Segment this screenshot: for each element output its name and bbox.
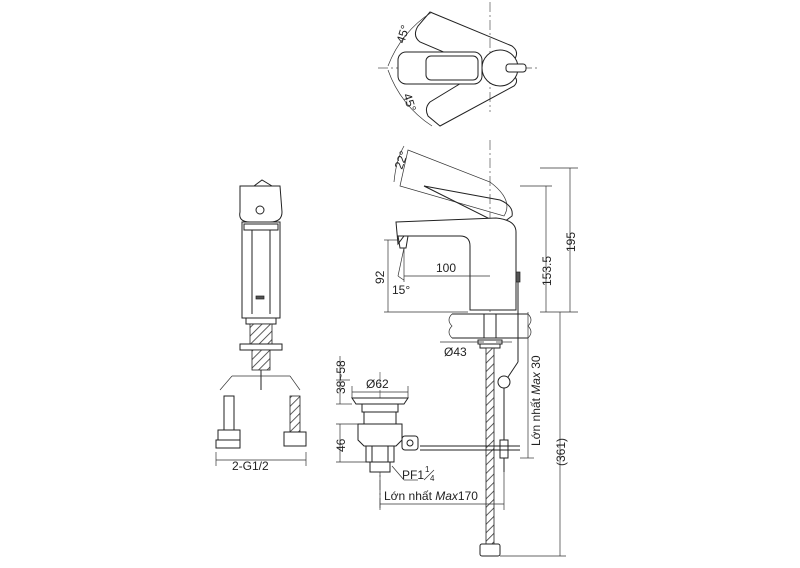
dim-d62-label: Ø62 xyxy=(366,377,389,391)
pf-prefix: PF1 xyxy=(402,468,424,482)
max170-value: 170 xyxy=(458,489,478,503)
dim-100-label: 100 xyxy=(436,261,456,275)
dim-195-label: 195 xyxy=(564,232,578,252)
dim-46-label: 46 xyxy=(334,438,348,452)
max30-label: Lớn nhất Max 30 xyxy=(529,355,543,446)
front-view: 2-G1/2 xyxy=(215,179,307,473)
max170-label: Lớn nhất Max170 xyxy=(384,489,478,503)
pf-label: PF1 xyxy=(402,468,424,482)
dim-153-5-label: 153.5 xyxy=(540,256,554,286)
dim-361-label: (361) xyxy=(554,438,568,466)
angle-handle-label: 22° xyxy=(392,149,411,171)
max170-prefix: Lớn nhất xyxy=(384,489,435,503)
max30-italic: Max xyxy=(529,371,543,395)
hose-thread-label: 2-G1/2 xyxy=(232,459,269,473)
pf-fraction-numerator: 1 xyxy=(425,465,430,474)
angle-top-label: 45° xyxy=(394,23,413,45)
top-view: 45° 45° xyxy=(378,2,538,127)
dim-92-label: 92 xyxy=(373,270,387,284)
angle-bottom-label: 45° xyxy=(400,92,419,114)
angle-spout-label: 15° xyxy=(392,283,410,297)
max30-value: 30 xyxy=(529,355,543,372)
drain-assembly: 38~58 Ø62 46 PF1 1 4 Lớn nhất Max170 xyxy=(334,356,505,510)
side-view: 195 153.5 100 92 15° 22° Ø43 Lớn nhất Ma… xyxy=(373,140,578,557)
max170-italic: Max xyxy=(435,489,459,503)
pf-fraction-denominator: 4 xyxy=(430,474,435,483)
max30-prefix: Lớn nhất xyxy=(529,395,543,446)
dim-d43-label: Ø43 xyxy=(444,345,467,359)
dim-38-58-label: 38~58 xyxy=(334,360,348,394)
